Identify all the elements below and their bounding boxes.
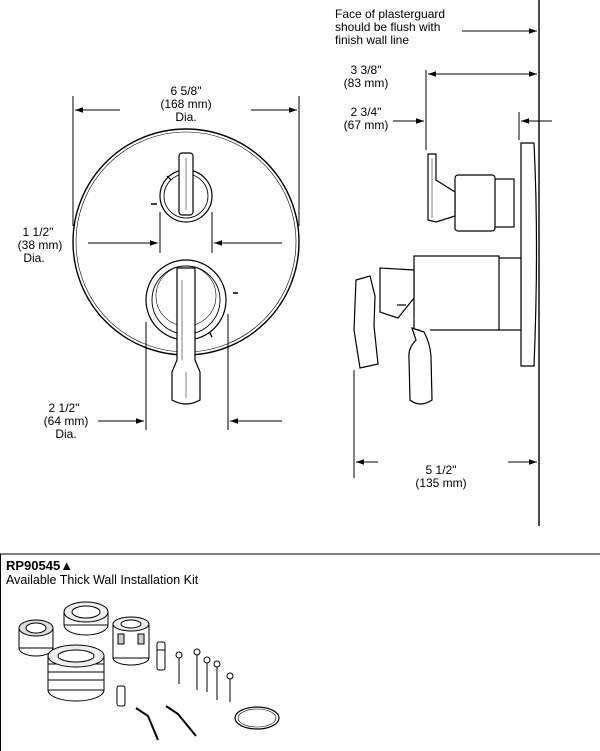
upper-dia-mm: (38 mm) [18,238,63,252]
overall-depth-mm: (135 mm) [415,476,466,490]
overall-dia-mm: (168 mm) [160,97,211,111]
upper-dia-suffix: Dia. [23,251,44,265]
knurled-ring-part [18,619,54,657]
adapter-part [47,644,105,702]
upper-depth-frac: 3 3/8" [351,63,382,77]
upper-depth-mm: (83 mm) [344,76,389,90]
lower-dia-dim [98,314,282,430]
stem-extension-part [156,641,166,671]
o-ring-part [234,706,280,730]
upper-dia-dim [88,212,282,253]
kit-parts-illustration [18,601,280,741]
lower-dia-mm: (64 mm) [44,414,89,428]
trim-depth-mm: (67 mm) [344,118,389,132]
plate-profile [520,142,538,367]
overall-dia-frac: 6 5/8" [171,84,202,98]
overall-dia-suffix: Dia. [175,110,196,124]
lower-dia-suffix: Dia. [55,427,76,441]
screws-part [116,648,234,707]
lower-valve-handle [145,259,238,405]
trim-depth-frac: 2 3/4" [351,105,382,119]
side-dims [353,28,552,478]
threaded-sleeve-part [63,601,109,636]
kit-part-number: RP90545▲ [6,558,73,573]
overall-depth-frac: 5 1/2" [426,463,457,477]
plasterguard-note-line-2: should be flush with [335,20,440,34]
lower-handle-profile [353,255,522,405]
lower-dia-frac: 2 1/2" [49,401,80,415]
overall-dia-dim [72,96,300,226]
upper-handle-profile [427,153,515,232]
front-view [72,96,300,430]
upper-dia-frac: 1 1/2" [23,225,54,239]
plasterguard-note-line-1: Face of plasterguard [335,7,445,21]
side-view [353,0,552,526]
cartridge-extension-part [112,616,150,666]
kit-description: Available Thick Wall Installation Kit [6,573,199,587]
plasterguard-note-line-3: finish wall line [335,33,409,47]
hex-keys-part [135,705,197,741]
upper-diverter [151,152,213,223]
